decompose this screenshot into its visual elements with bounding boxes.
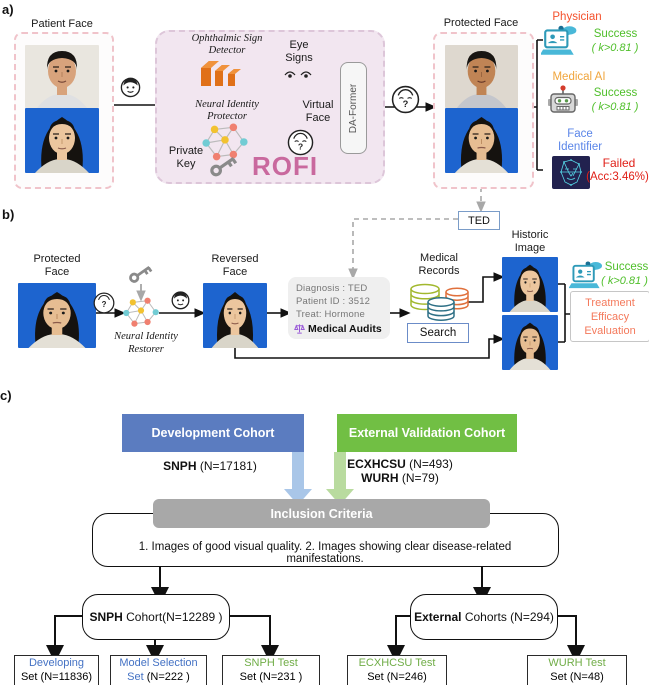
face-identifier-result: Failed (602, 156, 636, 170)
svg-text:?: ? (298, 141, 303, 151)
record-audits: Medical Audits (308, 323, 382, 335)
neural-network-icon (202, 122, 248, 164)
ted-box: TED (458, 211, 500, 230)
protected-face-input-icon: ? (93, 292, 115, 314)
record-treat: Treat: Hormone (296, 309, 365, 320)
medical-ai-metric: ( k>0.81 ) (591, 101, 639, 113)
search-button[interactable]: Search (407, 323, 469, 343)
patient-photo-female (25, 108, 99, 173)
snph-cohort-node: SNPH Cohort(N=12289 ) (82, 594, 230, 640)
dev-cohort-arrow (284, 452, 312, 505)
record-patient-id: Patient ID : 3512 (296, 296, 371, 307)
scales-icon (294, 322, 305, 334)
leaf-developing-set: Developing Set (N=11836) (14, 655, 99, 685)
medical-records-title: Medical Records (418, 252, 460, 277)
neural-identity-protector-label: Neural Identity Protector (195, 99, 259, 122)
protected-face-output-icon: ? (391, 85, 420, 114)
svg-text:?: ? (102, 300, 107, 309)
dev-cohort-source: SNPH (N=17181) (163, 459, 257, 473)
face-identifier-metric: (Acc:3.46%) (586, 171, 649, 183)
input-face-icon (119, 75, 142, 98)
patient-face-title: Patient Face (31, 18, 93, 30)
evaluation-result: Success (604, 261, 649, 273)
external-validation-cohort-banner: External Validation Cohort (337, 414, 517, 452)
cnn-detector-icon (197, 56, 245, 92)
inclusion-criteria-banner: Inclusion Criteria (153, 499, 490, 528)
historic-image-title: Historic Image (511, 229, 549, 254)
restorer-network-icon (123, 296, 159, 330)
evaluation-metric: ( k>0.81 ) (601, 275, 648, 287)
reversed-face-title: Reversed Face (211, 253, 259, 278)
physician-result: Success (593, 28, 638, 40)
patient-photo-male (25, 45, 99, 108)
eyes-icon (283, 67, 313, 82)
protected-face-title: Protected Face (443, 17, 519, 29)
historic-photo-1 (502, 257, 558, 312)
treatment-efficacy-box: Treatment Efficacy Evaluation (570, 291, 649, 342)
external-cohort-node: External Cohorts (N=294) (410, 594, 558, 640)
da-former-box: DA-Former (340, 62, 367, 154)
face-identifier-label: Face Identifier (557, 128, 603, 153)
medical-ai-label: Medical AI (552, 71, 606, 83)
historic-photo-2 (502, 315, 558, 370)
record-diagnosis: Diagnosis : TED (296, 283, 368, 294)
private-key-label: Private Key (168, 145, 204, 170)
key-icon (208, 150, 240, 180)
reversed-photo (203, 283, 267, 348)
physician-laptop-icon (539, 24, 579, 58)
physician-metric: ( k>0.81 ) (591, 42, 639, 54)
physician-label: Physician (552, 11, 602, 23)
virtual-face-label: Virtual Face (302, 99, 334, 124)
svg-text:?: ? (403, 99, 409, 109)
robot-icon (545, 84, 581, 116)
ophthalmic-sign-detector-label: Ophthalmic Sign Detector (191, 33, 263, 56)
restorer-key-icon (127, 261, 155, 285)
panel-b-label: b) (2, 207, 15, 222)
protected-photo-female (445, 108, 518, 173)
database-icons (408, 282, 470, 324)
protected-photo-male (445, 45, 518, 108)
leaf-model-selection-set: Model Selection Set (N=222 ) (110, 655, 207, 685)
leaf-ecxhcsu-test-set: ECXHCSU Test Set (N=246) (347, 655, 447, 685)
neural-identity-restorer-label: Neural Identity Restorer (114, 331, 178, 355)
medical-record-card (288, 277, 390, 339)
rofi-title: ROFI (252, 151, 319, 181)
development-cohort-banner: Development Cohort (122, 414, 304, 452)
evaluation-laptop-icon (568, 260, 605, 291)
protected-face-title-b: Protected Face (33, 253, 81, 278)
leaf-wurh-test-set: WURH Test Set (N=48) (527, 655, 627, 685)
panel-a-label: a) (2, 2, 14, 17)
virtual-face-icon: ? (287, 129, 314, 156)
face-recognition-icon (552, 156, 590, 189)
ext-cohort-sources: ECXHCSU (N=493) WURH (N=79) (347, 457, 453, 485)
leaf-snph-test-set: SNPH Test Set (N=231 ) (222, 655, 320, 685)
protected-photo-b (18, 283, 96, 348)
medical-ai-result: Success (593, 87, 638, 99)
panel-c-label: c) (0, 388, 12, 403)
eye-signs-label: Eye Signs (285, 39, 313, 64)
restored-face-icon (170, 289, 191, 310)
inclusion-criteria-text: 1. Images of good visual quality. 2. Ima… (138, 541, 512, 565)
